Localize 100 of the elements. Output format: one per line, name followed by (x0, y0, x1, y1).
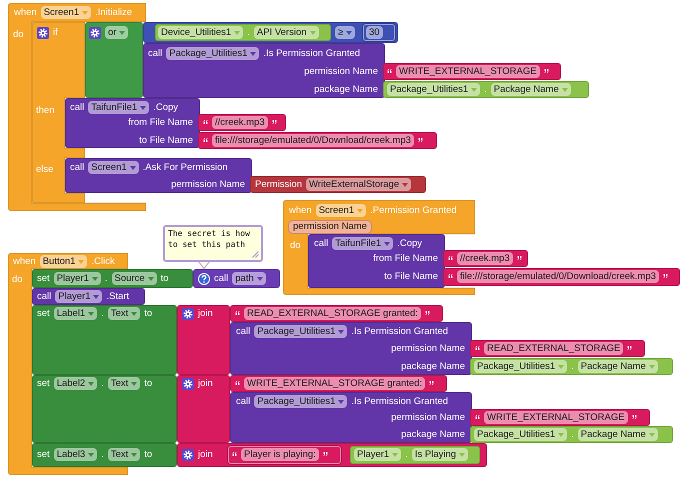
method-call-block (230, 392, 472, 443)
join-block (177, 305, 230, 375)
block-label: join (198, 308, 213, 320)
text-block (198, 114, 286, 131)
join-block (177, 443, 487, 467)
block-label: to (160, 272, 169, 284)
dropdown: Package_Utilities1 (254, 395, 348, 408)
dropdown: Player1 (54, 272, 101, 285)
dropdown: Package Name (490, 83, 571, 96)
property-getter-block (155, 24, 331, 41)
block-label: call (148, 48, 162, 60)
dropdown: Text (108, 377, 140, 390)
text-block (230, 305, 443, 322)
dropdown: Package_Utilities1 (474, 360, 568, 373)
dropdown: API Version (254, 26, 319, 39)
input-label: from File Name (373, 252, 438, 264)
method-call-block (65, 98, 200, 148)
setter-block (32, 375, 177, 443)
setter-block (32, 305, 177, 375)
dropdown: Label3 (54, 448, 98, 461)
dropdown: or (105, 26, 128, 39)
number-field: 30 (366, 26, 383, 39)
input-label: to File Name (384, 270, 438, 282)
block-label: join (198, 448, 213, 460)
input-label: package Name (314, 84, 378, 96)
input-label: from File Name (128, 116, 193, 128)
dropdown: TaifunFile1 (88, 101, 150, 114)
block-label: . (101, 448, 104, 460)
block-label: else (36, 164, 54, 176)
block-label: .Ask For Permission (142, 162, 228, 174)
dropdown: Text (108, 448, 140, 461)
method-call-block (32, 288, 145, 305)
dropdown: Source (112, 272, 157, 285)
method-call-block (65, 158, 252, 193)
text-field: file:///storage/emulated/0/Download/creek.mp3 (212, 134, 414, 147)
comment-pointer (198, 261, 210, 269)
dropdown: ≥ (335, 26, 356, 39)
dropdown: Package_Utilities1 (166, 47, 260, 60)
procedure-call-block (193, 269, 280, 288)
block-label: .Copy (153, 102, 178, 114)
block-label: call (314, 238, 328, 250)
property-getter-block (383, 81, 589, 98)
dropdown: Label1 (54, 307, 98, 320)
dropdown: Device_Utilities1 (158, 26, 244, 39)
text-block (198, 132, 437, 149)
text-field: Player is playing: (241, 448, 319, 461)
block-label: join (198, 378, 213, 390)
block-label: . (484, 84, 487, 96)
text-block (443, 268, 680, 286)
block-label: when (13, 256, 36, 268)
block-label: .Is Permission Granted (263, 48, 360, 60)
dropdown: Screen1 (40, 6, 92, 19)
block-label: . (405, 448, 408, 460)
block-label: . (247, 26, 250, 38)
block-label: call (37, 290, 52, 302)
input-label: permission Name (171, 178, 245, 190)
block-label: .Is Permission Granted (351, 326, 448, 338)
dropdown: Package_Utilities1 (254, 325, 348, 338)
block-label: call (214, 272, 228, 284)
block-label: when (289, 204, 312, 216)
block-label: .Permission Granted (370, 204, 457, 216)
dropdown: Player1 (55, 290, 102, 303)
input-label: to File Name (139, 134, 193, 146)
logic-block (85, 22, 143, 98)
block-label: when (14, 6, 37, 18)
block-label: .Start (106, 290, 130, 302)
dropdown: Is Playing (412, 448, 468, 461)
dropdown: Package Name (578, 428, 658, 441)
method-call-block (308, 234, 445, 288)
input-label: permission Name (391, 342, 465, 354)
text-field: READ_EXTERNAL_STORAGE (484, 342, 624, 355)
block-label: set (37, 448, 50, 460)
text-block (228, 446, 341, 464)
comment-text: The secret is how to set this path (168, 228, 251, 250)
dropdown: Button1 (40, 255, 88, 268)
method-call-block (143, 43, 385, 98)
text-field: //creek.mp3 (457, 252, 513, 265)
setter-block (32, 443, 177, 467)
dropdown: Screen1 (316, 204, 366, 217)
text-field: WRITE_EXTERNAL_STORAGE granted: (244, 377, 426, 390)
number-block (363, 24, 395, 41)
dropdown: Player1 (354, 448, 402, 461)
text-block (443, 250, 528, 267)
if-block (32, 22, 85, 203)
block-label: then (36, 104, 54, 116)
block-label: call (70, 102, 84, 114)
dropdown: TaifunFile1 (332, 237, 394, 250)
dropdown: WriteExternalStorage (306, 178, 412, 191)
text-block (470, 340, 645, 357)
block-label: . (104, 272, 108, 284)
method-call-block (230, 322, 472, 375)
dropdown: Package Name (578, 360, 658, 373)
block-label: do (290, 240, 301, 252)
dropdown: Text (108, 307, 140, 320)
block-label: call (236, 326, 250, 338)
dropdown: Label2 (54, 377, 98, 390)
text-field: file:///storage/emulated/0/Download/creek.mp3 (457, 270, 659, 283)
block-label: .Is Permission Granted (351, 396, 448, 408)
block-label: do (12, 274, 23, 286)
block-label: call (236, 396, 250, 408)
